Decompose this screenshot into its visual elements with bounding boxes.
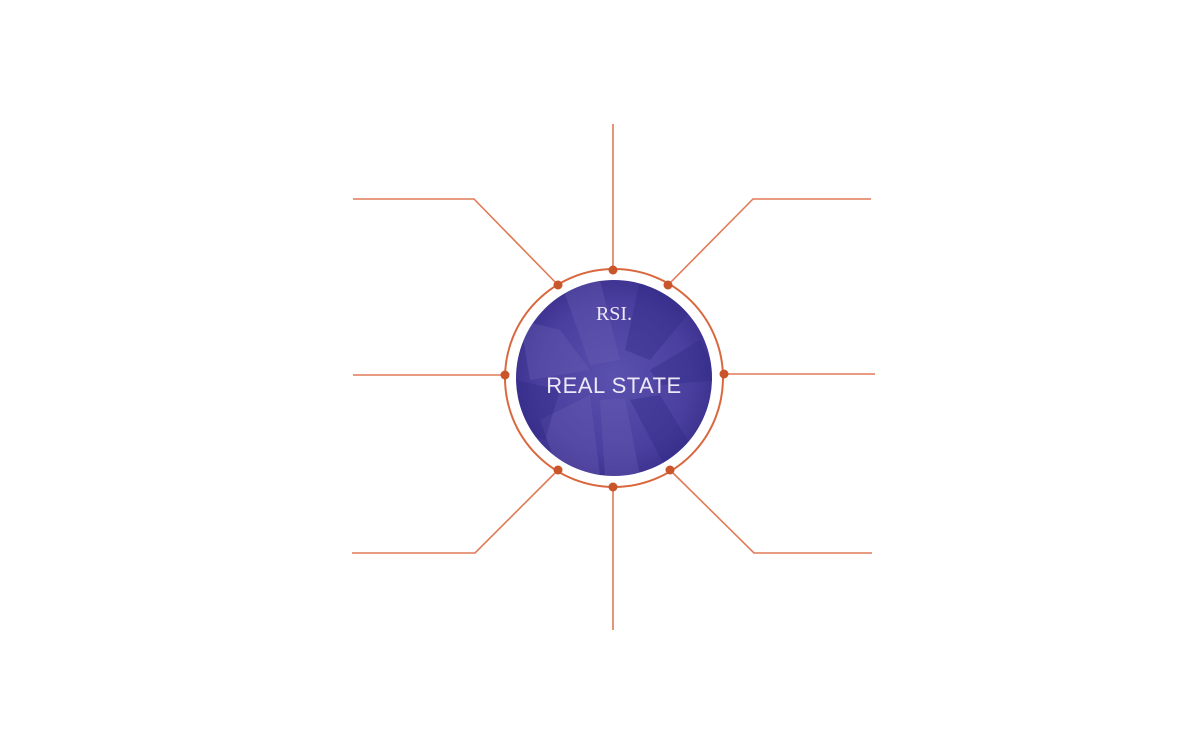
node-dot-left[interactable] <box>500 370 510 380</box>
connector-top-right <box>667 198 871 286</box>
node-dot-top-right[interactable] <box>663 280 673 290</box>
center-disc <box>516 280 712 476</box>
node-dot-bottom[interactable] <box>608 482 618 492</box>
node-dot-top-left[interactable] <box>553 280 563 290</box>
node-dot-right[interactable] <box>719 369 729 379</box>
node-dot-bottom-right[interactable] <box>665 465 675 475</box>
connector-bottom-right <box>669 469 872 554</box>
node-dot-top[interactable] <box>608 265 618 275</box>
connector-top-left <box>353 198 559 286</box>
node-dot-bottom-left[interactable] <box>553 465 563 475</box>
connector-bottom-left <box>352 469 559 554</box>
center-title: REAL STATE <box>546 373 681 398</box>
center-hub[interactable]: RSI. REAL STATE <box>516 280 720 476</box>
rsi-logo: RSI. <box>596 303 632 325</box>
